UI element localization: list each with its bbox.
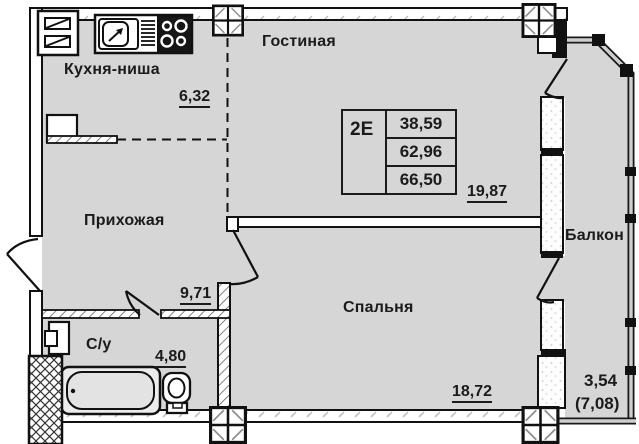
- vent-shaft-icon: [36, 9, 80, 57]
- balcony-floor: [565, 42, 630, 419]
- unit-area-living-total: 38,59: [387, 111, 455, 139]
- sink-icon: [98, 18, 139, 50]
- bathtub-icon: [59, 365, 162, 416]
- room-label-hallway: Прихожая: [84, 212, 165, 229]
- kitchen-partition: [46, 135, 118, 144]
- room-label-bedroom: Спальня: [343, 299, 414, 316]
- wall-cap: [226, 216, 239, 232]
- wall-living-bedroom: [226, 216, 542, 228]
- room-label-kitchen: Кухня-ниша: [64, 61, 160, 78]
- unit-area-table: 38,59 62,96 66,50: [387, 111, 455, 193]
- column-icon: [209, 406, 247, 444]
- balcony-glazing: [553, 34, 636, 425]
- door-threshold-living-balcony: [553, 56, 567, 98]
- kitchen-unit: [93, 13, 194, 55]
- apartment-floor: [42, 20, 553, 410]
- bedroom-balcony-door-swing: [536, 257, 560, 304]
- drainer-icon: [141, 20, 155, 46]
- column-icon: [521, 406, 560, 444]
- duct-shaft-hatch: [27, 354, 64, 444]
- unit-type-label: 2Е: [343, 111, 387, 193]
- wall-hall-bedroom: [217, 282, 231, 412]
- unit-info-box: 2Е 38,59 62,96 66,50: [341, 109, 457, 195]
- zone-boundary-dashed: [117, 38, 229, 217]
- room-area-hallway: 9,71: [180, 286, 212, 305]
- living-balcony-door-swing: [544, 58, 568, 100]
- bedroom-door-swing: [229, 229, 259, 286]
- window: [540, 154, 564, 254]
- window-sill: [537, 35, 558, 54]
- room-label-living: Гостиная: [262, 33, 336, 50]
- door-threshold-bedroom-balcony: [553, 256, 567, 302]
- room-label-bathroom: С/у: [86, 336, 112, 353]
- room-area-balcony-coefficient: (7,08): [575, 394, 620, 413]
- room-area-kitchen: 6,32: [179, 89, 211, 108]
- window-frame: [541, 148, 563, 155]
- wall-bathroom: [41, 309, 140, 319]
- window-frame: [541, 349, 566, 356]
- column-icon: [520, 3, 558, 38]
- room-area-bedroom: 18,72: [452, 384, 493, 403]
- window-frame: [541, 251, 563, 258]
- room-area-balcony: 3,54: [584, 371, 618, 390]
- entrance-door-swing: [6, 237, 41, 292]
- unit-area-apartment: 62,96: [387, 139, 455, 167]
- bathroom-door-swing: [124, 290, 160, 316]
- room-area-living: 19,87: [467, 184, 508, 203]
- stove-icon: [157, 15, 193, 54]
- room-label-balcony: Балкон: [565, 227, 624, 244]
- column-icon: [212, 3, 244, 38]
- toilet-icon: [161, 371, 192, 415]
- room-area-bathroom: 4,80: [155, 349, 187, 368]
- washbasin-icon: [44, 320, 71, 356]
- unit-area-total-with-balcony: 66,50: [399, 170, 443, 189]
- wall-bathroom: [160, 309, 231, 319]
- window: [540, 299, 564, 351]
- doors: [6, 58, 568, 316]
- window: [537, 355, 566, 409]
- window: [540, 96, 564, 151]
